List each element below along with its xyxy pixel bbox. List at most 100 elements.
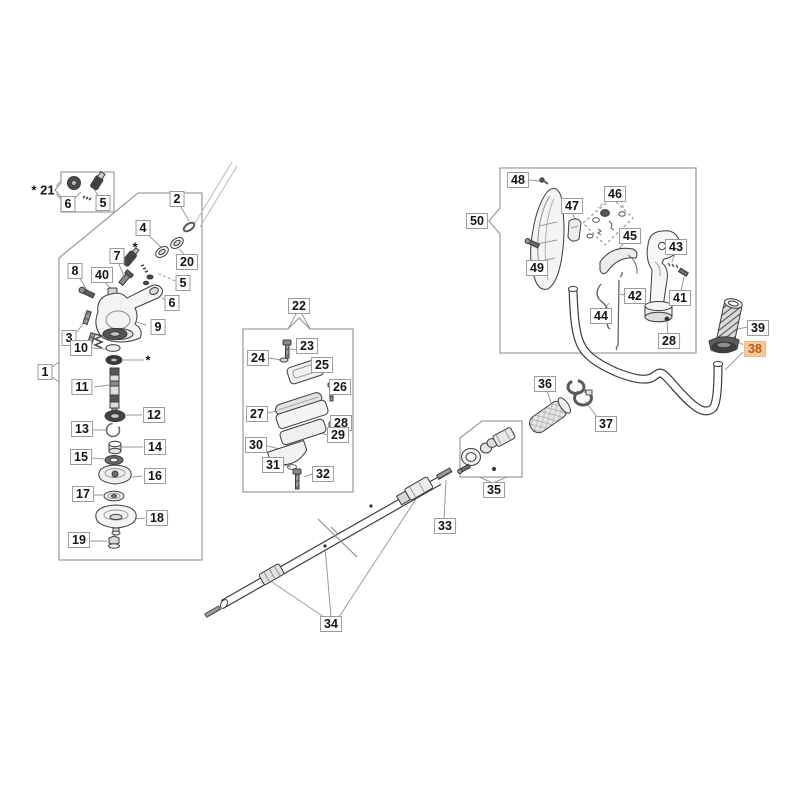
screw-49	[524, 238, 541, 249]
part-callout-32[interactable]: 32	[312, 466, 334, 482]
bracket-47	[567, 218, 582, 242]
spindle-bolt-part	[90, 170, 106, 191]
part-callout-1[interactable]: 1	[37, 364, 53, 380]
handle-grip-39	[708, 298, 743, 354]
shaft-continuation-lines	[194, 161, 238, 228]
part-mark-star-upper: *	[132, 239, 138, 255]
upper-coupler	[395, 476, 434, 506]
shaft-thread-tip	[435, 467, 453, 480]
part-callout-43[interactable]: 43	[665, 239, 687, 255]
washer-stack	[105, 344, 121, 352]
part-callout-5b[interactable]: 5	[175, 275, 191, 291]
part-callout-29[interactable]: 29	[327, 427, 349, 443]
box-assembly-1	[58, 192, 203, 561]
drive-tube-33	[204, 476, 442, 618]
part-mark-star-21: * 21	[31, 182, 55, 198]
part-callout-6a[interactable]: 6	[60, 196, 76, 212]
part-callout-13[interactable]: 13	[71, 421, 93, 437]
part-callout-19[interactable]: 19	[68, 532, 90, 548]
part-callout-27[interactable]: 27	[246, 406, 268, 422]
part-callout-15[interactable]: 15	[70, 449, 92, 465]
spring-10	[93, 333, 105, 349]
part-callout-37[interactable]: 37	[595, 416, 617, 432]
part-callout-34[interactable]: 34	[320, 616, 342, 632]
bolt-23	[282, 339, 292, 359]
block-29	[279, 418, 327, 446]
part-callout-4[interactable]: 4	[135, 220, 151, 236]
part-callout-26[interactable]: 26	[329, 379, 351, 395]
part-callout-50[interactable]: 50	[466, 213, 488, 229]
box-assembly-50	[488, 167, 697, 354]
part-callout-31[interactable]: 31	[262, 457, 284, 473]
oring-2	[182, 221, 196, 233]
part-callout-23[interactable]: 23	[296, 338, 318, 354]
part-callout-2[interactable]: 2	[169, 191, 185, 207]
spring-screw-43	[667, 262, 689, 278]
small-spring-5	[140, 264, 149, 273]
group-boxes	[54, 167, 697, 561]
linkage-parts-46	[586, 209, 626, 239]
spindle-screw-star	[121, 247, 140, 267]
part-callout-25[interactable]: 25	[311, 357, 333, 373]
part-callout-17[interactable]: 17	[72, 486, 94, 502]
part-callout-49[interactable]: 49	[526, 260, 548, 276]
part-callout-39[interactable]: 39	[747, 320, 769, 336]
screw-48	[539, 177, 545, 183]
washer-31	[287, 464, 297, 470]
part-callout-8[interactable]: 8	[67, 263, 83, 279]
part-callout-22[interactable]: 22	[288, 298, 310, 314]
bolt-32	[292, 468, 302, 490]
part-callout-16[interactable]: 16	[144, 468, 166, 484]
snapring-13	[105, 422, 121, 438]
part-callout-11[interactable]: 11	[71, 379, 93, 395]
part-callout-48[interactable]: 48	[507, 172, 529, 188]
spring-part	[82, 195, 92, 201]
throttle-handle-assembly-50	[524, 177, 689, 351]
nut-19	[108, 535, 120, 549]
part-callout-5a[interactable]: 5	[95, 195, 111, 211]
part-callout-24[interactable]: 24	[247, 350, 269, 366]
part-callout-33[interactable]: 33	[434, 518, 456, 534]
trigger-lever-45	[599, 247, 638, 275]
part-callout-36[interactable]: 36	[534, 376, 556, 392]
part-callout-18[interactable]: 18	[146, 510, 168, 526]
gear-head-assembly	[78, 221, 196, 549]
part-callout-46[interactable]: 46	[604, 186, 626, 202]
throttle-cable-42	[615, 271, 623, 351]
part-callout-47[interactable]: 47	[561, 198, 583, 214]
part-callout-42[interactable]: 42	[624, 288, 646, 304]
washer-24	[279, 357, 289, 363]
part-callout-14[interactable]: 14	[144, 439, 166, 455]
washer-6-small	[146, 274, 154, 280]
trigger-lever-tail	[627, 254, 638, 275]
part-callout-30[interactable]: 30	[245, 437, 267, 453]
collar-14	[108, 440, 122, 455]
part-callout-28b[interactable]: 28	[658, 333, 680, 349]
screw-28b	[664, 316, 670, 322]
foam-grip-36	[529, 397, 571, 434]
lower-bushing	[258, 563, 285, 585]
clamp-27	[275, 392, 329, 429]
part-callout-6b[interactable]: 6	[164, 295, 180, 311]
part-callout-9[interactable]: 9	[150, 319, 166, 335]
bolt-8	[78, 286, 96, 299]
shaft-11	[109, 367, 120, 413]
part-callout-10[interactable]: 10	[70, 340, 92, 356]
part-callout-35[interactable]: 35	[483, 482, 505, 498]
part-callout-44[interactable]: 44	[590, 308, 612, 324]
box-dashed-46	[582, 197, 634, 246]
coupling-screw	[457, 463, 471, 474]
part-callout-45[interactable]: 45	[619, 228, 641, 244]
box-assembly-35	[459, 420, 523, 478]
part-callout-40[interactable]: 40	[91, 267, 113, 283]
part-callout-20[interactable]: 20	[176, 254, 198, 270]
part-callout-38[interactable]: 38	[744, 341, 766, 357]
part-callout-41[interactable]: 41	[669, 290, 691, 306]
kit-21-parts	[67, 170, 106, 201]
part-callout-7[interactable]: 7	[109, 248, 125, 264]
part-callout-12[interactable]: 12	[143, 407, 165, 423]
grip-base	[644, 301, 673, 323]
